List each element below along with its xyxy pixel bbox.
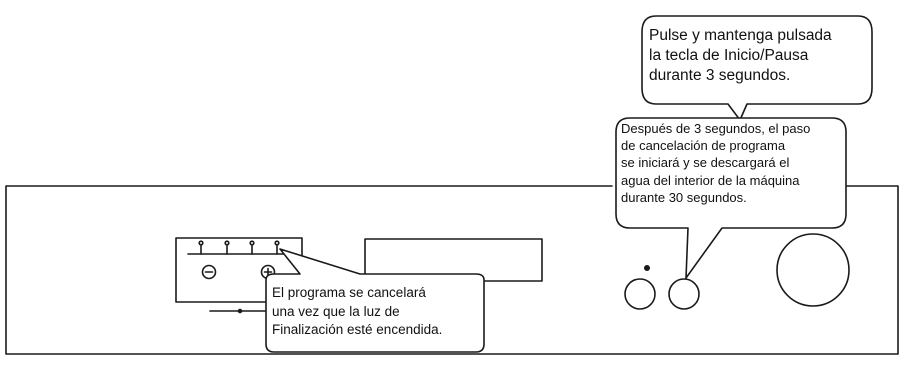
callout-bottom-text: El programa se cancelará una vez que la … [272, 284, 442, 340]
callout-bottom-line-1: El programa se cancelará [272, 285, 426, 300]
callout-top-line-2: la tecla de Inicio/Pausa [649, 47, 809, 64]
callout-top-line-3: durante 3 segundos. [649, 67, 791, 84]
start-pause-light [644, 265, 650, 271]
callout-bottom-line-2: una vez que la luz de [272, 303, 400, 319]
callout-bottom-line-3: Finalización esté encendida. [272, 322, 443, 337]
secondary-button[interactable] [624, 278, 656, 310]
callout-middle-line-4: agua del interior de la máquina [621, 172, 800, 188]
end-indicator-light [274, 240, 280, 246]
indicator-light-2 [224, 240, 230, 246]
callout-top-bubble [641, 15, 873, 121]
callout-middle-line-5: durante 30 segundos. [621, 189, 747, 205]
indicator-light-1 [198, 240, 204, 246]
start-pause-button[interactable] [668, 278, 700, 310]
machine-panel-outline [5, 185, 899, 355]
callout-middle-line-1: Después de 3 segundos, el paso [621, 121, 811, 136]
callout-top-line-1: Pulse y mantenga pulsada [649, 27, 832, 44]
indicator-light-3 [249, 240, 255, 246]
callout-middle-bubble [615, 117, 847, 279]
program-knob[interactable] [776, 233, 850, 307]
callout-top-text: Pulse y mantenga pulsada la tecla de Ini… [649, 26, 832, 86]
minus-circle-icon[interactable] [201, 264, 217, 280]
callout-middle-line-3: se iniciará y se descargará el [621, 155, 790, 171]
callout-bottom-bubble [265, 248, 485, 353]
program-selector [175, 237, 303, 314]
callout-middle-line-2: de cancelación de programa [621, 138, 786, 154]
callout-middle-text: Después de 3 segundos, el paso de cancel… [621, 120, 810, 206]
